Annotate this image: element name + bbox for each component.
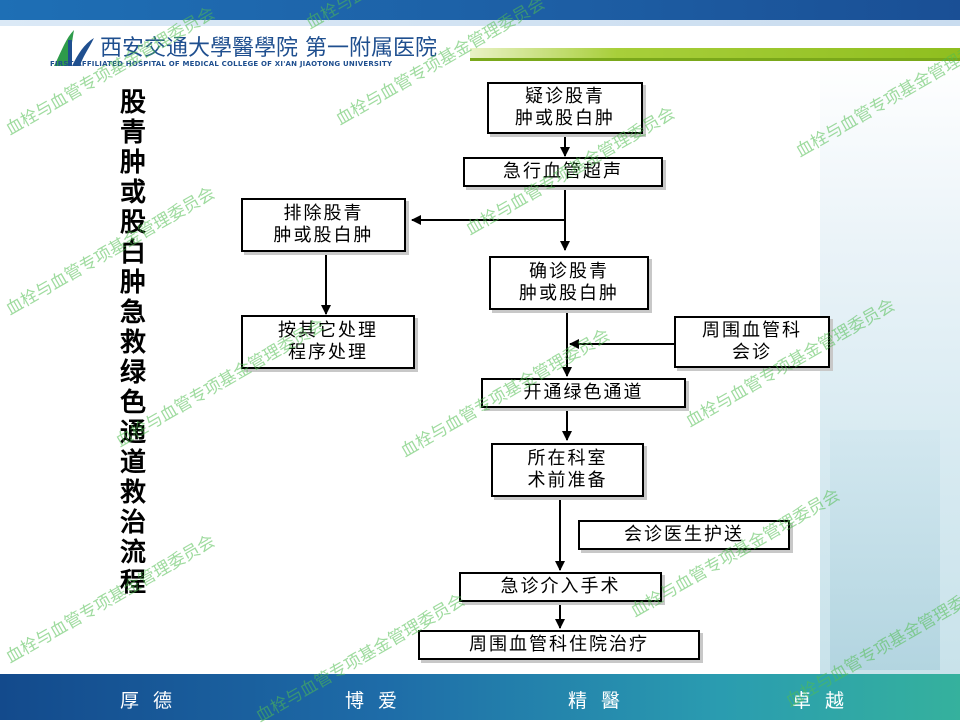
top-banner (0, 0, 960, 20)
title-char: 急 (119, 298, 146, 328)
title-char: 股 (119, 88, 146, 118)
title-char: 流 (119, 538, 146, 568)
step-suspected: 疑诊股青 肿或股白肿 (487, 82, 643, 134)
title-char: 救 (119, 478, 146, 508)
step-confirmed: 确诊股青 肿或股白肿 (489, 256, 649, 310)
background-building (830, 430, 940, 670)
step-green-channel: 开通绿色通道 (481, 378, 686, 408)
title-char: 治 (119, 508, 146, 538)
title-char: 白 (119, 238, 146, 268)
title-char: 肿 (119, 268, 146, 298)
bottom-banner (0, 674, 960, 720)
title-char: 绿 (119, 358, 146, 388)
green-accent-bar (470, 48, 960, 60)
step-exclude: 排除股青 肿或股白肿 (241, 198, 406, 252)
title-char: 青 (119, 118, 146, 148)
motto-item: 卓越 (792, 690, 859, 712)
step-ultrasound: 急行血管超声 (463, 157, 663, 187)
step-preop: 所在科室 术前准备 (491, 443, 644, 497)
title-char: 或 (119, 178, 146, 208)
step-other-process: 按其它处理 程序处理 (241, 315, 415, 369)
title-char: 色 (119, 388, 146, 418)
hospital-name-english: FIRST AFFILIATED HOSPITAL OF MEDICAL COL… (50, 60, 393, 68)
page-title: 股 青 肿 或 股 白 肿 急 救 绿 色 通 道 救 治 流 程 (108, 88, 158, 598)
title-char: 通 (119, 418, 146, 448)
motto-item: 精醫 (568, 690, 635, 712)
title-char: 道 (119, 448, 146, 478)
title-char: 救 (119, 328, 146, 358)
title-char: 股 (119, 208, 146, 238)
step-surgery: 急诊介入手术 (459, 572, 662, 602)
hospital-logo-icon (54, 30, 94, 66)
step-admission: 周围血管科住院治疗 (418, 630, 700, 660)
hospital-name: 西安交通大學醫學院 第一附属医院 (100, 36, 437, 61)
title-char: 肿 (119, 148, 146, 178)
step-escort: 会诊医生护送 (578, 520, 790, 550)
green-accent-line (470, 58, 960, 61)
top-banner-accent (0, 20, 960, 26)
step-vascular-consult: 周围血管科 会诊 (674, 316, 830, 368)
motto-item: 厚德 (120, 690, 187, 712)
motto-item: 博爱 (345, 690, 412, 712)
title-char: 程 (119, 568, 146, 598)
